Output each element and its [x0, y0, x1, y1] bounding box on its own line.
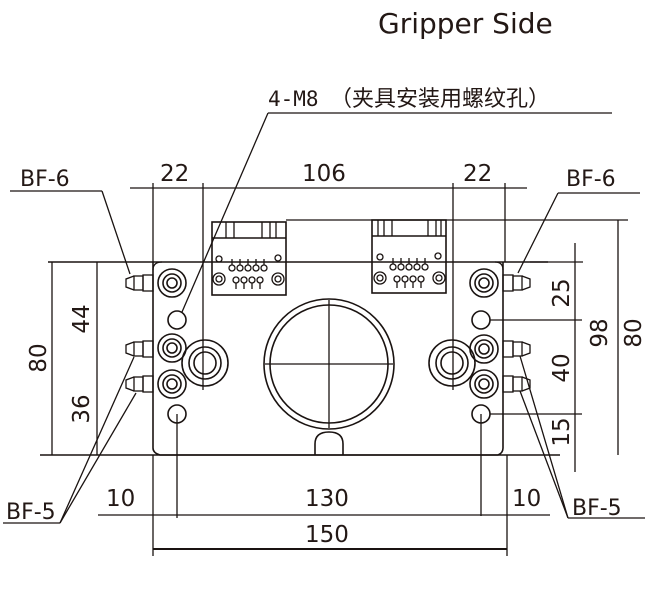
left-ports [157, 268, 229, 424]
label-bf6-right: BF-6 [566, 167, 616, 192]
leader-bf6-right [517, 192, 640, 274]
right-fittings [502, 274, 531, 393]
dim-right-98: 98 [587, 318, 613, 347]
left-connector [211, 221, 287, 296]
dim-top-left-22: 22 [160, 161, 189, 187]
dim-bottom-150: 150 [305, 522, 349, 548]
leader-bf6-left [10, 190, 131, 275]
dim-top-106: 106 [302, 161, 346, 187]
dim-right-80: 80 [621, 318, 647, 347]
drawing-title: Gripper Side [378, 7, 553, 40]
right-dimension-lines [490, 220, 619, 472]
fitting-bf5-left-lower [125, 375, 154, 393]
left-fittings [125, 274, 154, 393]
leader-bf5-right [519, 355, 645, 519]
dim-left-80: 80 [26, 343, 52, 372]
dim-left-44: 44 [69, 304, 95, 333]
dim-bottom-left-10: 10 [106, 486, 135, 512]
right-ports [428, 268, 499, 424]
left-dimension-lines [51, 262, 98, 455]
fitting-bf6-right [502, 274, 531, 292]
callout-description: （夹具安装用螺纹孔） [330, 87, 550, 112]
dim-right-40: 40 [549, 353, 575, 382]
gripper-body [40, 261, 560, 456]
dim-bottom-130: 130 [305, 486, 349, 512]
callout-thread-spec: 4-M8 [268, 87, 319, 111]
leader-bf5-left [3, 356, 137, 524]
top-dimension-lines [130, 183, 628, 390]
label-bf5-left: BF-5 [6, 500, 56, 525]
fitting-bf5-right-lower [502, 375, 531, 393]
right-connector [371, 219, 447, 294]
fitting-bf5-right-upper [502, 340, 531, 358]
bottom-dimension-lines [98, 414, 550, 556]
fitting-bf5-left-upper [125, 340, 154, 358]
label-bf5-right: BF-5 [572, 496, 622, 521]
center-flange [263, 298, 395, 455]
dim-bottom-right-10: 10 [512, 486, 541, 512]
callout-leader [181, 112, 612, 313]
fitting-bf6-left [125, 274, 154, 292]
dim-right-15: 15 [549, 417, 575, 446]
dim-right-25: 25 [549, 278, 575, 307]
dim-left-36: 36 [69, 394, 95, 423]
dim-top-right-22: 22 [463, 161, 492, 187]
label-bf6-left: BF-6 [20, 167, 70, 192]
